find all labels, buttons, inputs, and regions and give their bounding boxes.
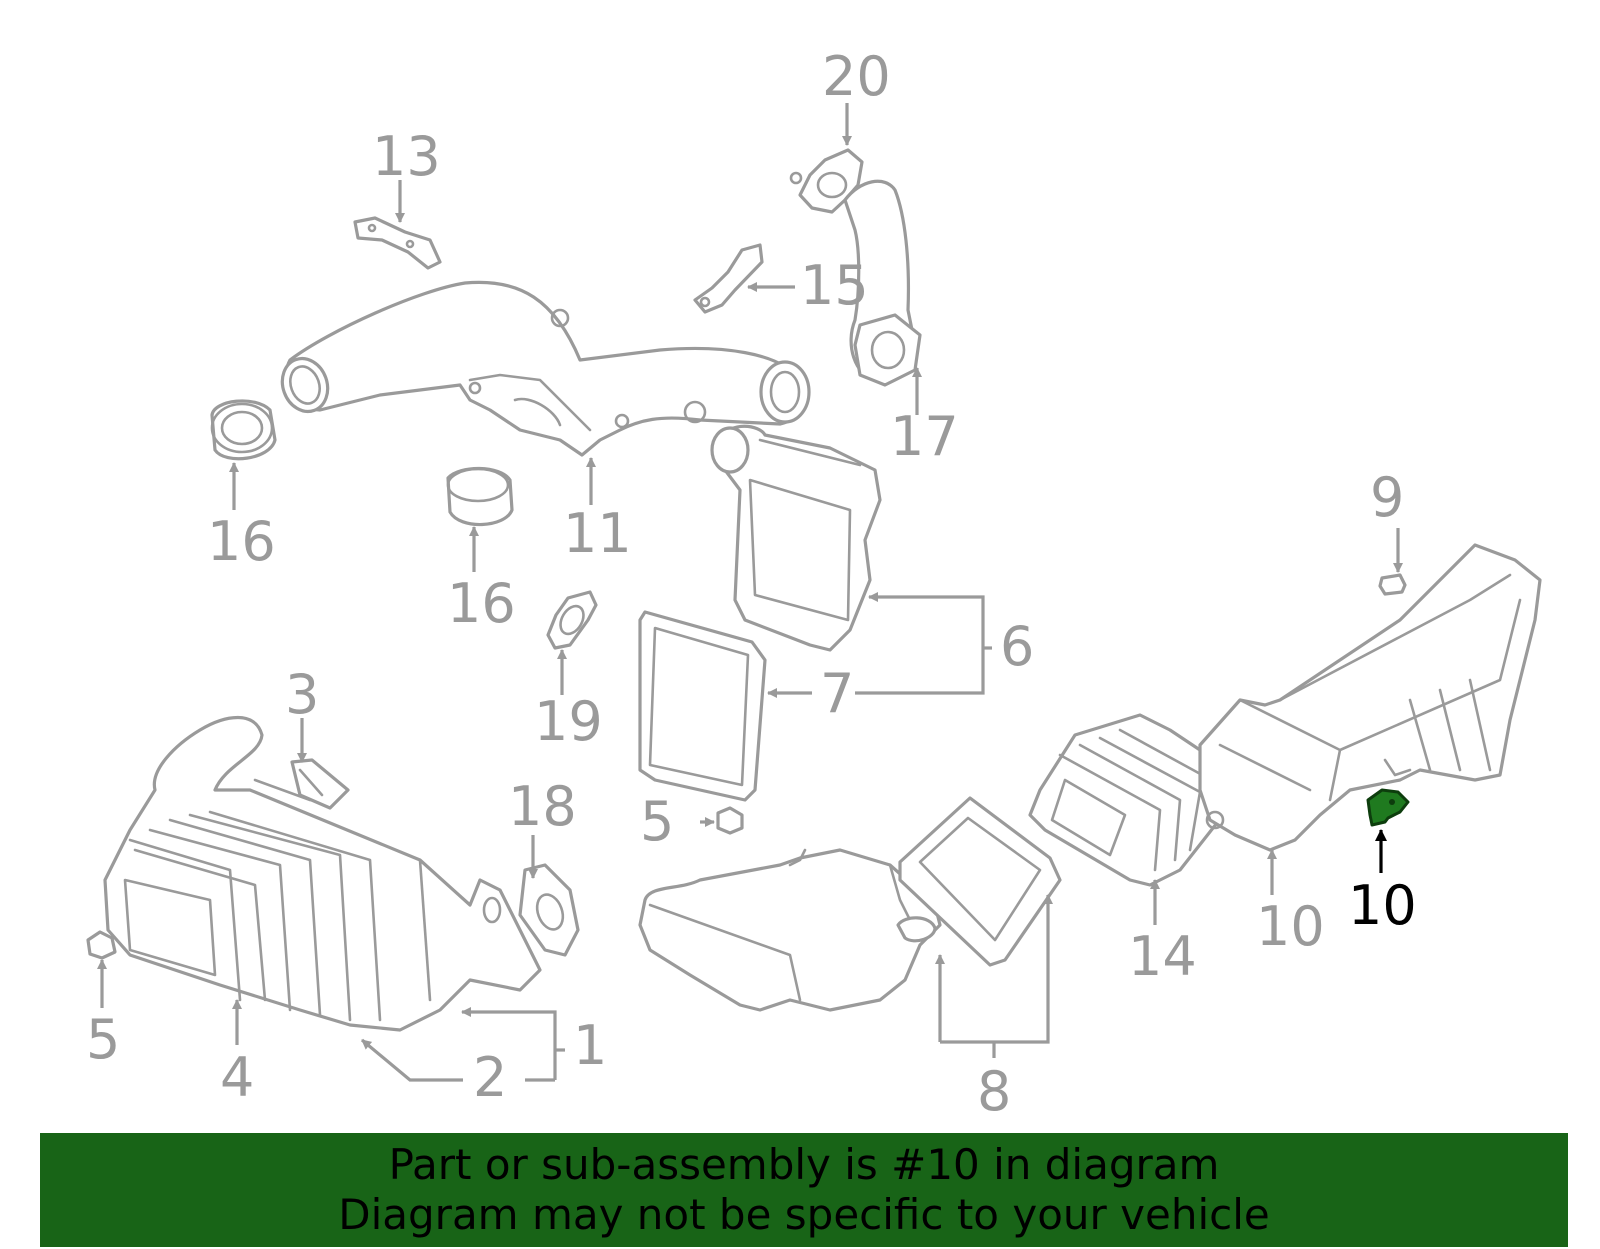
callout-labels: 20 13 15 17 16 11 16 9 6 7 19 3 18 5 5 4… xyxy=(86,45,1417,1123)
callout-18: 18 xyxy=(508,775,577,838)
part-19-gasket xyxy=(546,590,598,650)
callout-4: 4 xyxy=(220,1046,254,1109)
part-6-intercooler xyxy=(710,424,882,652)
leader-lines xyxy=(97,103,1403,1082)
callout-7: 7 xyxy=(820,662,854,725)
callout-11: 9 xyxy=(1370,466,1404,529)
part-12-filter xyxy=(1028,713,1242,887)
callout-1: 1 xyxy=(573,1014,607,1077)
callout-14: 13 xyxy=(372,125,441,188)
callout-3: 3 xyxy=(285,663,319,726)
part-1-2-4-air-cleaner xyxy=(103,715,542,1032)
callout-5-middle: 5 xyxy=(640,790,674,853)
info-banner: Part or sub-assembly is #10 in diagram D… xyxy=(40,1133,1568,1247)
part-8-frame xyxy=(898,796,1062,967)
callout-8: 8 xyxy=(977,1060,1011,1123)
callout-6: 6 xyxy=(1000,615,1034,678)
part-16-coupler-right xyxy=(446,466,514,527)
part-11-grommet xyxy=(1378,573,1407,596)
callout-13: 11 xyxy=(563,502,632,565)
part-5-clip-left xyxy=(86,930,117,960)
callout-16-right: 16 xyxy=(447,572,516,635)
part-7-frame xyxy=(638,610,767,802)
part-14-bracket xyxy=(353,216,442,270)
callout-16-left: 16 xyxy=(207,510,276,573)
part-8-duct xyxy=(638,848,942,1012)
callout-12: 14 xyxy=(1128,925,1197,988)
part-15-bracket xyxy=(693,243,764,314)
part-13-intake-pipe xyxy=(280,280,811,457)
callout-5-left: 5 xyxy=(86,1008,120,1071)
callout-2: 2 xyxy=(473,1046,507,1109)
callout-9: 10 xyxy=(1256,895,1325,958)
part-3-bracket xyxy=(290,758,350,810)
banner-line-1: Part or sub-assembly is #10 in diagram xyxy=(388,1140,1220,1189)
callout-17: 17 xyxy=(890,405,959,468)
part-16-coupler-left xyxy=(210,399,277,461)
part-18-gasket xyxy=(518,863,580,957)
part-10-highlighted xyxy=(1366,788,1410,827)
part-17-20-pipe xyxy=(789,148,922,387)
callout-19: 19 xyxy=(534,690,603,753)
part-5-clip-middle xyxy=(716,806,744,835)
part-9-intake-duct xyxy=(1198,543,1542,852)
callout-15: 15 xyxy=(800,254,869,317)
banner-line-2: Diagram may not be specific to your vehi… xyxy=(338,1190,1270,1239)
callout-20: 20 xyxy=(822,45,891,108)
callout-10-highlighted: 10 xyxy=(1348,874,1417,937)
